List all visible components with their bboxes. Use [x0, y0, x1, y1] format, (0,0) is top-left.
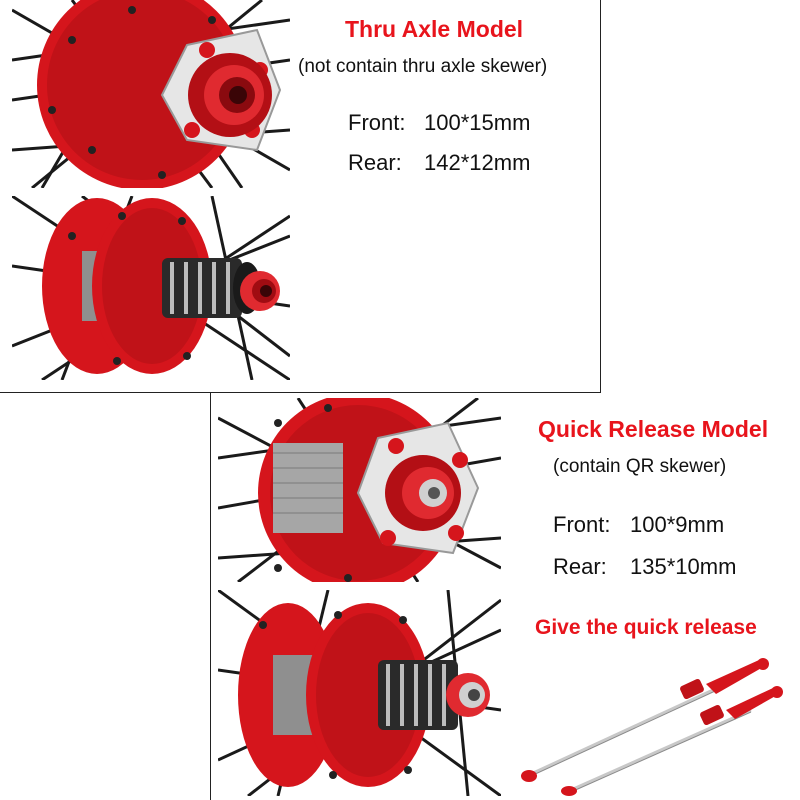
quick-release-bonus: Give the quick release — [535, 616, 757, 639]
thru-axle-panel: Thru Axle Model (not contain thru axle s… — [0, 0, 600, 392]
quick-release-rear-value: 135*10mm — [630, 554, 737, 579]
quick-release-front-hub-photo — [218, 398, 501, 582]
top-panel-right-border — [600, 0, 601, 393]
thru-axle-front-value: 100*15mm — [424, 110, 531, 135]
middle-divider — [0, 392, 601, 393]
front-hub-illustration — [12, 0, 290, 188]
bottom-panel-left-border — [210, 393, 211, 800]
quick-release-note: (contain QR skewer) — [553, 456, 727, 477]
qr-skewer-photo — [511, 652, 796, 796]
quick-release-rear-hub-photo — [218, 590, 501, 796]
quick-release-front-label: Front: — [553, 512, 611, 537]
quick-release-panel: Quick Release Model (contain QR skewer) … — [211, 394, 800, 800]
thru-axle-front-label: Front: — [348, 110, 406, 135]
quick-release-rear-label: Rear: — [553, 554, 607, 579]
thru-axle-note: (not contain thru axle skewer) — [298, 56, 548, 77]
qr-rear-hub-illustration — [218, 590, 501, 796]
thru-axle-rear-hub-photo — [12, 196, 290, 380]
rear-hub-illustration — [12, 196, 290, 380]
quick-release-title: Quick Release Model — [538, 416, 769, 442]
thru-axle-front-hub-photo — [12, 0, 290, 188]
qr-skewer-illustration — [521, 658, 783, 796]
bottom-panel-top-border — [210, 393, 800, 394]
thru-axle-title: Thru Axle Model — [345, 16, 524, 42]
qr-front-hub-illustration — [218, 398, 501, 582]
thru-axle-rear-label: Rear: — [348, 150, 402, 175]
quick-release-front-value: 100*9mm — [630, 512, 725, 537]
thru-axle-rear-value: 142*12mm — [424, 150, 531, 175]
